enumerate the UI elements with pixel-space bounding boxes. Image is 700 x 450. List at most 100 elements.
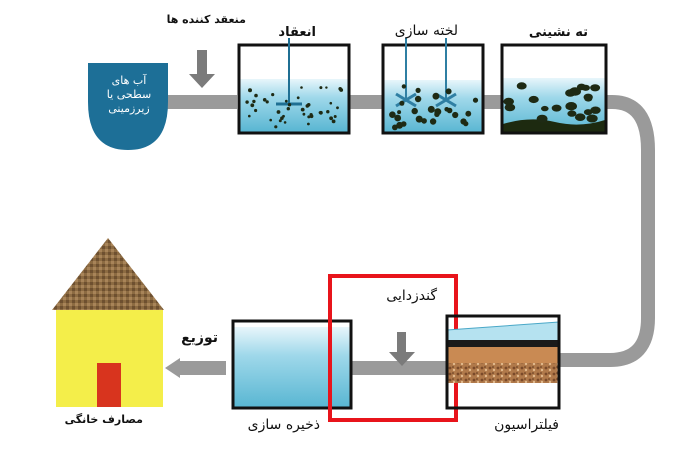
sedimentation-floc <box>504 103 516 112</box>
flocculation-floc <box>472 97 479 103</box>
sedimentation-floc <box>583 109 593 116</box>
sedimentation-floc <box>536 114 548 123</box>
coagulation-particle <box>319 86 323 90</box>
sedimentation-floc <box>541 105 549 112</box>
coagulation-particle <box>306 103 311 107</box>
coagulation-particle <box>248 114 251 118</box>
flocculation-floc <box>392 124 398 131</box>
sedimentation-floc <box>574 113 586 121</box>
coagulation-particle <box>245 100 249 104</box>
source-tank <box>88 63 168 150</box>
coagulation-particle <box>329 116 333 121</box>
coagulation-particle <box>326 110 330 114</box>
sedimentation-floc <box>551 104 562 112</box>
source-label-line2: سطحی یا <box>106 88 152 101</box>
disinfectant-arrow <box>389 332 415 366</box>
coagulation-particle <box>284 99 288 103</box>
coagulation-particle <box>286 107 290 111</box>
pipe-coag-floc <box>350 95 382 109</box>
sedimentation-particles <box>503 82 601 123</box>
flocculation-particles <box>389 84 479 131</box>
coagulation-particle <box>283 121 287 124</box>
coagulation-particle <box>271 93 275 97</box>
sedimentation-floc <box>590 106 601 114</box>
source-label-line1: آب های <box>111 74 147 87</box>
filtration-label: فیلتراسیون <box>494 417 559 433</box>
flocculation-floc <box>389 111 396 118</box>
pipe-floc-sed <box>484 95 502 109</box>
coagulation-particle <box>300 107 305 112</box>
coagulation-particle <box>333 115 337 118</box>
sedimentation-floc <box>581 84 590 91</box>
house-door <box>97 363 121 407</box>
flocculation-floc <box>397 110 402 115</box>
coagulation-particles <box>245 86 344 129</box>
sedimentation-floc <box>569 87 581 96</box>
flocculation-floc <box>414 95 422 103</box>
flocculation-floc <box>444 107 450 112</box>
coagulation-particle <box>307 115 311 119</box>
coagulation-particle <box>274 125 278 129</box>
coagulation-particle <box>254 93 258 98</box>
storage-label: ذخیره سازی <box>247 417 320 433</box>
sedimentation-floc <box>503 97 514 106</box>
source-label-line3: زیرزمینی <box>108 102 150 115</box>
flocculation-floc <box>411 107 418 115</box>
coagulation-particle <box>287 103 292 107</box>
flocculation-floc <box>401 84 407 89</box>
coagulation-particle <box>250 103 255 108</box>
pipes <box>165 95 655 375</box>
coagulation-particle <box>325 86 328 89</box>
flocculation-floc <box>432 92 440 100</box>
coagulation-particle <box>329 101 333 105</box>
coagulation-particle <box>248 88 252 93</box>
coagulation-particle <box>307 122 310 126</box>
source-label: آب های سطحی یا زیرزمینی <box>92 74 166 116</box>
house-roof <box>52 238 164 310</box>
consumption-label: مصارف خانگی <box>64 413 143 426</box>
coagulant-arrow <box>189 50 215 88</box>
house <box>52 238 164 407</box>
flocculation-floc <box>463 121 469 127</box>
coagulation-particle <box>309 113 313 117</box>
sedimentation-floc <box>565 102 577 111</box>
flocculation-floc <box>399 100 405 106</box>
coagulation-particle <box>269 118 273 122</box>
coagulation-particle <box>300 86 303 89</box>
flocculation-label: لخته سازی <box>394 23 458 39</box>
coagulation-particle <box>276 110 281 114</box>
pipe-source-coag <box>165 95 237 109</box>
flocculation-floc <box>394 114 402 122</box>
pipe-return-loop <box>560 95 655 367</box>
coagulation-particle <box>331 119 336 124</box>
coagulation-tank <box>237 38 351 135</box>
coagulation-label: انعقاد <box>278 25 316 40</box>
flocculation-floc <box>421 118 427 124</box>
disinfection-label: گندزدایی <box>386 288 437 304</box>
flocculation-floc <box>427 105 435 113</box>
coagulation-particle <box>318 111 322 114</box>
flocculation-floc <box>434 108 442 116</box>
flocculation-floc <box>415 87 421 93</box>
coagulation-particle <box>282 114 285 118</box>
filtration-tank <box>445 314 561 410</box>
storage-tank <box>231 319 353 410</box>
coagulant-label: منعقد کننده ها <box>166 13 246 26</box>
sedimentation-floc <box>567 110 577 117</box>
coagulation-particle <box>336 106 339 110</box>
coagulation-particle <box>302 112 306 116</box>
flocculation-floc <box>465 110 472 117</box>
coagulation-particle <box>254 108 258 113</box>
flocculation-floc <box>445 88 452 95</box>
coagulation-particle <box>252 99 256 104</box>
flocculation-floc <box>452 111 459 119</box>
coagulation-particle <box>262 98 267 102</box>
sludge-layer <box>503 119 605 133</box>
sedimentation-floc <box>584 96 593 102</box>
distribution-label: توزیع <box>181 330 218 346</box>
flocculation-floc <box>429 118 437 125</box>
distribution-arrow <box>165 358 226 378</box>
coagulation-particle <box>296 96 300 100</box>
